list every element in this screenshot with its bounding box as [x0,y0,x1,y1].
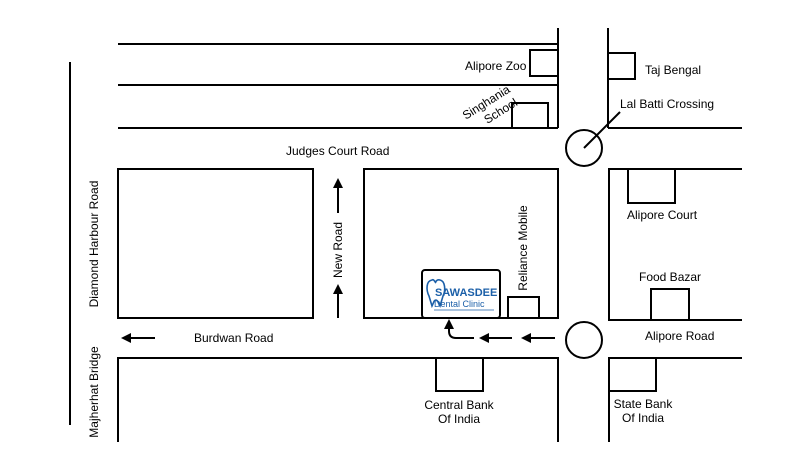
reliance-mobile-label: Reliance Mobile [516,205,530,291]
alipore-zoo-label: Alipore Zoo [465,59,527,73]
tooth-logo-icon [426,278,446,309]
taj-bengal-building [607,52,636,80]
alipore-road-arrow-1 [521,333,555,343]
alipore-zoo-building [529,49,559,77]
block-west [117,168,314,319]
sawasdee-clinic: SAWASDEE Dental Clinic [421,269,501,319]
burdwan-road-label: Burdwan Road [194,331,273,345]
judges-court-road-label: Judges Court Road [286,144,389,158]
alipore-road-label: Alipore Road [645,329,714,343]
lal-batti-label: Lal Batti Crossing [620,97,714,111]
burdwan-road-arrow [121,333,155,343]
taj-bengal-label: Taj Bengal [645,63,701,77]
new-road-label: New Road [331,222,345,278]
lal-batti-roundabout [565,129,603,167]
alipore-court-building [627,169,676,204]
lal-batti-pointer [583,111,621,149]
diamond-harbour-road-label: Diamond Harbour Road [87,181,101,308]
majherhat-bridge-label: Majherhat Bridge [87,346,101,438]
alipore-court-label: Alipore Court [627,208,698,222]
clinic-subtitle: Dental Clinic [434,299,485,309]
reliance-mobile-building [507,296,540,319]
alipore-roundabout [565,321,603,359]
clinic-turn-arrow [444,319,474,339]
block-south-east [608,357,742,442]
food-bazar-building [650,288,690,320]
central-bank-building [435,358,484,392]
clinic-name: SAWASDEE [435,287,497,299]
central-bank-label-line1: Central Bank [424,398,494,412]
central-bank-label-line2: Of India [438,412,480,426]
food-bazar-label: Food Bazar [639,270,701,284]
new-road-arrow-bottom [333,284,343,318]
state-bank-label-line1: State Bank [614,397,674,411]
top-road-lines [118,43,742,129]
block-south-west [117,357,559,442]
alipore-road-arrow-2 [479,333,512,343]
singhania-school-building [511,102,549,129]
new-road-arrow-top [333,178,343,213]
state-bank-building [609,358,657,392]
state-bank-label-line2: Of India [622,411,664,425]
